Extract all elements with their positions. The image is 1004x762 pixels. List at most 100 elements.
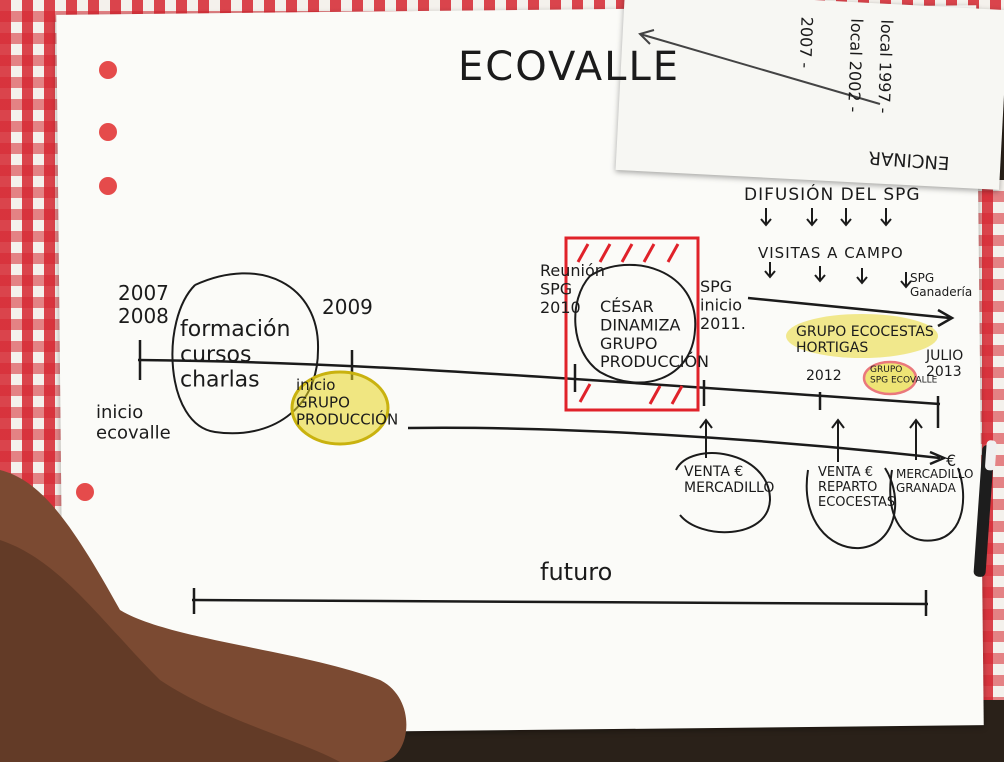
down-arrow <box>900 272 912 289</box>
up-arrow <box>699 418 713 458</box>
punch-holes <box>76 61 117 501</box>
down-arrow <box>880 208 892 227</box>
spg-inicio-text-line: 2011. <box>700 314 746 333</box>
venta-mercadillo-text: VENTA € <box>684 464 743 480</box>
note-line: local 1997 - <box>874 19 896 114</box>
down-arrow <box>806 208 818 227</box>
down-arrow <box>764 262 776 279</box>
hatch-line <box>670 385 684 405</box>
mercadillo-granada-circle <box>889 467 965 542</box>
hatch-line <box>578 383 592 403</box>
grupo-spg-ecovalle-text-line: SPG ECOVALLE <box>870 375 938 385</box>
grupo-spg-ecovalle-text: GRUPO <box>870 365 902 375</box>
difusion-arrow-head <box>937 308 955 328</box>
encinar-label: ENCINAR <box>868 146 950 173</box>
arm-shadow <box>0 540 340 762</box>
julio-2013-text: JULIO <box>925 348 963 364</box>
venta-reparto-text: VENTA € <box>818 465 873 480</box>
punch-hole <box>99 177 117 195</box>
formacion-ellipse <box>171 272 320 435</box>
highlight-grupo-produccion <box>292 372 388 444</box>
formacion-text-line: cursos <box>180 342 251 367</box>
spg-inicio-text: SPG <box>700 277 732 296</box>
visitas-label: VISITAS A CAMPO <box>758 244 904 262</box>
note-line: local 2002 - <box>844 18 866 113</box>
venta-mercadillo-label: VENTA €MERCADILLO <box>684 464 774 496</box>
highlight-grupo-produccion-outline <box>290 370 390 446</box>
down-arrow <box>814 266 826 283</box>
grupo-ecocestas-text-line: HORTIGAS <box>796 340 868 356</box>
title: ECOVALLE <box>458 44 680 90</box>
formacion-text: formación <box>180 317 290 342</box>
year-2009: 2009 <box>322 295 373 319</box>
cesar-text-line: DINAMIZA <box>600 315 680 334</box>
spg-ganaderia-text: SPG <box>910 271 934 285</box>
inicio-ecovalle-text-line: ecovalle <box>96 423 171 444</box>
reunion-spg-text-line: 2010 <box>540 298 581 317</box>
red-hatched-box <box>564 236 700 412</box>
cesar-circle <box>574 263 697 384</box>
main-timeline-line <box>137 358 941 406</box>
punch-hole <box>99 61 117 79</box>
pen-cap <box>985 440 997 471</box>
punch-hole <box>99 123 117 141</box>
down-arrow <box>856 268 868 285</box>
reunion-spg-text-line: SPG <box>540 279 572 298</box>
cesar-text: CÉSAR <box>600 297 654 316</box>
hatch-line <box>598 243 612 263</box>
pen <box>973 445 995 577</box>
venta-mercadillo-text-line: MERCADILLO <box>684 480 774 496</box>
up-arrow <box>831 418 845 462</box>
hatch-line <box>620 243 634 263</box>
inicio-grupo-produccion-text: inicio <box>296 376 335 394</box>
note-arrow-head <box>638 29 655 45</box>
futuro-line <box>191 598 929 606</box>
mercadillo-granada-text: MERCADILLO <box>896 467 973 481</box>
hatch-line <box>648 385 662 405</box>
highlight-grupo-spg <box>862 360 918 396</box>
years-left-line: 2007 <box>118 281 169 305</box>
year-2012: 2012 <box>806 368 842 384</box>
up-arrows <box>699 418 923 462</box>
inicio-grupo-produccion-text-line: PRODUCCIÓN <box>296 410 398 429</box>
difusion-arrow <box>747 296 951 320</box>
spg-inicio-text-line: inicio <box>700 295 742 314</box>
venta-reparto-circle <box>805 467 897 550</box>
euro-end-label: € <box>946 451 956 470</box>
venta-reparto-text-line: ECOCESTAS <box>818 495 895 510</box>
highlight-ecocestas <box>786 314 938 358</box>
inicio-grupo-produccion-text-line: GRUPO <box>296 393 350 411</box>
up-arrow <box>909 418 923 460</box>
red-hatching <box>576 243 684 405</box>
hatch-line <box>576 243 590 263</box>
down-arrow <box>840 208 852 227</box>
production-line-arrow <box>929 450 948 466</box>
grupo-ecocestas-text: GRUPO ECOCESTAS <box>796 324 934 340</box>
venta-mercadillo-circle <box>675 452 772 534</box>
mercadillo-granada-text-line: GRANADA <box>896 481 957 495</box>
cesar-text-line: PRODUCCIÓN <box>600 352 709 371</box>
julio-2013-text-line: 2013 <box>926 364 962 380</box>
inicio-ecovalle-text: inicio <box>96 402 143 423</box>
years-left-line-line: 2008 <box>118 304 169 328</box>
spg-ganaderia-text-line: Ganadería <box>910 285 972 299</box>
venta-reparto-text-line: REPARTO <box>818 480 877 495</box>
note-line: 2007 - <box>796 16 817 68</box>
difusion-label: DIFUSIÓN DEL SPG <box>744 183 921 205</box>
reunion-spg-text: Reunión <box>540 261 605 280</box>
futuro-label: futuro <box>540 558 612 586</box>
top-right-note: 2007 - local 2002 - local 1997 - <box>796 16 897 114</box>
